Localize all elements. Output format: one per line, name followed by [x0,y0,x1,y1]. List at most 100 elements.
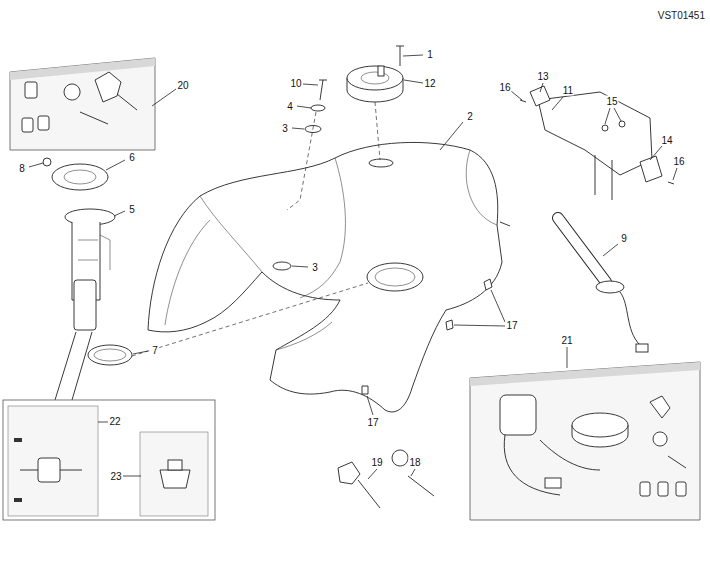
sensor-wire [620,292,640,345]
detail-panel [140,432,208,516]
callout-number: 23 [109,471,122,482]
callout-number: 10 [289,78,302,89]
screw [619,121,625,127]
tab [500,222,510,226]
callout-number: 18 [408,457,421,468]
screw [602,125,608,131]
callout-number: 16 [498,82,511,93]
assembly-line [375,102,380,160]
callout-number: 4 [286,101,294,112]
bracket-clip [640,156,662,182]
ring-nut [64,170,96,184]
tank-outline [148,142,502,412]
callout-number: 16 [672,156,685,167]
callout-number: 3 [281,123,289,134]
symbol [14,438,22,442]
cap-key [378,66,384,76]
lock-barrel [676,482,686,496]
key [650,396,686,468]
sensor-rod [558,218,606,282]
grommet [273,262,291,270]
lock-barrel [640,482,650,496]
filler-cap [287,46,404,210]
sensor-flange [596,281,624,293]
cap-top [572,413,628,437]
fuel-tank [148,142,510,412]
screw [396,46,404,66]
seal [88,345,132,365]
symbol [14,498,22,502]
connector [168,460,182,470]
screw [43,158,51,166]
callout-number: 5 [128,204,136,215]
fuel-pump [43,158,368,400]
pump-opening [375,268,415,286]
connector [160,470,190,488]
callout-number: 2 [466,111,474,122]
filler-hole [369,159,393,167]
key [338,462,380,508]
detail-link [55,332,92,400]
tank-edge [165,220,332,350]
bracket [520,86,674,200]
screw [319,80,327,100]
level-sensor [558,218,648,352]
keys [338,450,434,508]
detail-frame [3,400,215,520]
callout-number: 19 [370,457,383,468]
bolt [520,100,674,200]
callout-number: 17 [505,320,518,331]
callout-number: 21 [560,335,573,346]
pump-detail [78,235,110,270]
tank-tunnel [200,150,497,298]
inset-panel [470,362,700,520]
washer [311,105,325,111]
callout-number: 20 [176,80,189,91]
callout-number: 6 [128,152,136,163]
detail-panel [8,406,98,516]
callout-number: 22 [108,416,121,427]
callout-number: 7 [151,345,159,356]
assembly-line [287,112,316,210]
inset-panel [10,58,155,150]
lock-barrel [38,116,49,130]
pump-opening [367,263,423,291]
lock-barrel [25,82,37,98]
callout-number: 9 [620,233,628,244]
inset-band [470,362,700,386]
drawing-code: VST01451 [657,10,706,21]
inset-band [10,58,155,80]
ring-nut [52,164,108,190]
connector [545,478,561,488]
ignition-lock [500,395,536,435]
connector [636,344,648,352]
callout-number: 13 [536,71,549,82]
callout-number: 12 [423,78,436,89]
detail-insets [3,400,215,520]
key [64,84,108,124]
fuel-filter [38,458,60,482]
bracket-clip [530,86,550,106]
callout-number: 1 [426,49,434,60]
key-head [95,72,137,110]
leader-lines [29,55,677,479]
cap-lock [361,72,389,84]
key-kit-inset [10,58,155,150]
pump-filter [74,280,96,330]
callout-number: 11 [562,85,574,96]
sensor-rod [558,218,606,282]
callout-number: 15 [605,96,618,107]
callout-number: 3 [311,262,319,273]
lock-barrel [658,482,668,496]
clip [362,279,492,394]
callout-number: 14 [660,135,673,146]
leader-line [29,55,677,479]
lock-kit-inset [470,362,700,520]
cap-top [347,66,403,90]
lock-barrel [22,118,33,132]
callout-number: 8 [18,163,26,174]
callout-number: 17 [366,417,379,428]
assembly-line [132,283,368,356]
